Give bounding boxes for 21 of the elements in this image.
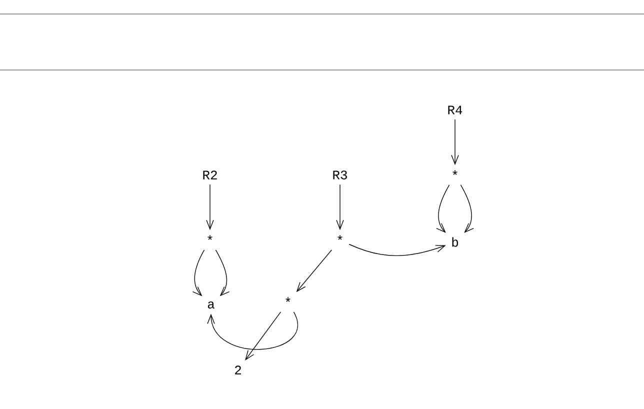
node-label: 2 <box>235 366 241 374</box>
arrow <box>207 312 298 350</box>
arrow <box>296 250 332 292</box>
node-label: R4 <box>448 106 462 114</box>
node-label: * <box>208 235 212 240</box>
arrow <box>348 244 446 256</box>
arrow <box>206 184 214 230</box>
arrow <box>245 312 282 360</box>
arrow <box>436 184 450 233</box>
node-label: b <box>452 237 458 247</box>
node-label: a <box>208 301 214 309</box>
node-label: * <box>452 170 458 175</box>
arrow <box>460 184 474 233</box>
arrow <box>192 250 205 296</box>
arrow <box>451 119 459 166</box>
node-label: R3 <box>333 170 347 180</box>
node-label: * <box>286 297 290 302</box>
arrow <box>215 250 230 296</box>
node-label: * <box>338 235 342 240</box>
node-label: R2 <box>203 170 217 180</box>
arrow <box>336 184 344 230</box>
